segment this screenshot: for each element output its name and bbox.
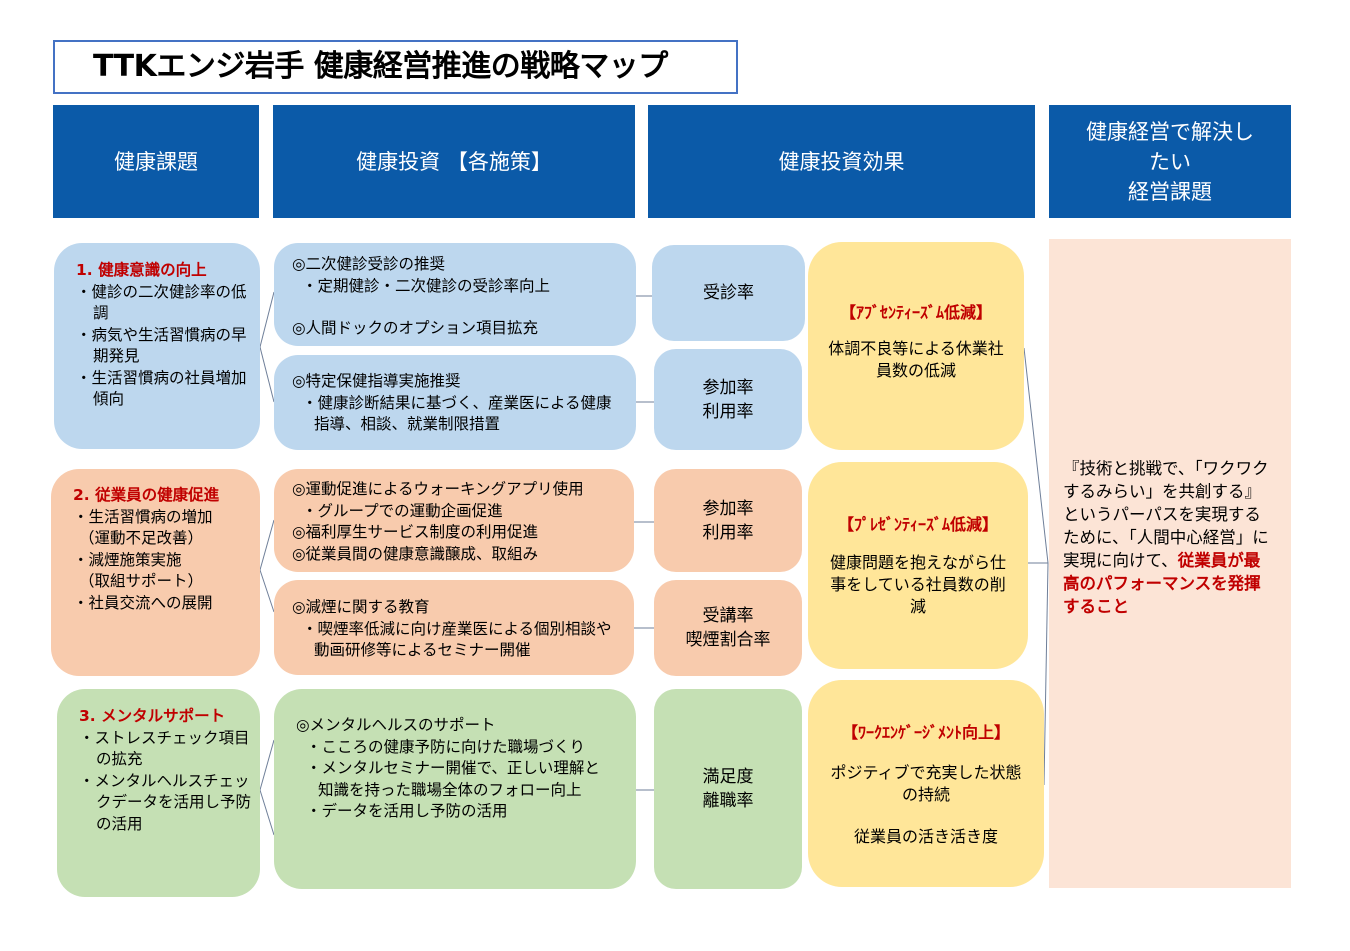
measure-card-5: ◎メンタルヘルスのサポート ・こころの健康予防に向けた職場づくり ・メンタルセミ…	[274, 689, 636, 889]
metric-card-3: 参加率 利用率	[654, 469, 802, 572]
measure-card-4: ◎減煙に関する教育 ・喫煙率低減に向け産業医による個別相談や動画研修等によるセミ…	[274, 580, 634, 675]
measure-line: ・こころの健康予防に向けた職場づくり	[306, 737, 586, 756]
issue-title: 3. メンタルサポート	[79, 707, 226, 725]
metric-card-1: 受診率	[652, 245, 805, 341]
effect-desc: 健康問題を抱えながら仕事をしている社員数の削減	[829, 553, 1006, 616]
header-investment: 健康投資 【各施策】	[273, 105, 635, 218]
effect-title: 【ｱﾌﾞｾﾝﾃｨｰｽﾞﾑ低減】	[839, 303, 992, 322]
issue-title: 2. 従業員の健康促進	[73, 486, 220, 504]
measure-line: ◎減煙に関する教育	[292, 598, 430, 616]
measure-line: ・メンタルセミナー開催で、正しい理解と知識を持った職場全体のフォロー向上	[306, 759, 600, 799]
measure-card-2: ◎特定保健指導実施推奨 ・健康診断結果に基づく、産業医による健康指導、相談、就業…	[274, 355, 636, 450]
goal-text: 『技術と挑戦で、「ワクワクするみらい」を共創する』というパーパスを実現するために…	[1063, 459, 1269, 570]
measure-line: ・グループでの運動企画促進	[302, 501, 503, 520]
header-effect: 健康投資効果	[648, 105, 1035, 218]
measure-line: ・健康診断結果に基づく、産業医による健康指導、相談、就業制限措置	[302, 393, 612, 434]
issue-item: ・社員交流への展開	[73, 593, 213, 612]
measure-line: ・定期健診・二次健診の受診率向上	[302, 276, 551, 295]
header-investment-label: 健康投資 【各施策】	[356, 149, 552, 174]
effect-title: 【ﾜｰｸｴﾝｹﾞｰｼﾞﾒﾝﾄ向上】	[841, 723, 1010, 742]
page-title: TTKエンジ岩手 健康経営推進の戦略マップ	[53, 40, 738, 94]
measure-line: ◎従業員間の健康意識醸成、取組み	[292, 544, 539, 563]
issue-item: ・メンタルヘルスチェックデータを活用し予防の活用	[79, 771, 252, 833]
header-issues-label: 健康課題	[114, 149, 198, 174]
issue-item: （取組サポート）	[79, 572, 204, 590]
metric-card-2: 参加率 利用率	[654, 349, 802, 450]
measure-line: ◎人間ドックのオプション項目拡充	[292, 319, 539, 337]
header-goal-line2: たい	[1149, 149, 1191, 174]
issue-item: ・減煙施策実施	[73, 550, 182, 569]
metric-label: 参加率	[702, 498, 754, 519]
header-goal-line3: 経営課題	[1128, 179, 1212, 204]
effect-desc-2: 従業員の活き活き度	[853, 827, 998, 846]
header-effect-label: 健康投資効果	[778, 149, 905, 174]
measure-line: ◎運動促進によるウォーキングアプリ使用	[292, 480, 584, 498]
effect-card-3: 【ﾜｰｸｴﾝｹﾞｰｼﾞﾒﾝﾄ向上】 ポジティブで充実した状態の持続 従業員の活き…	[808, 680, 1044, 887]
issue-item: （運動不足改善）	[79, 529, 204, 547]
effect-card-2: 【ﾌﾟﾚｾﾞﾝﾃｨｰｽﾞﾑ低減】 健康問題を抱えながら仕事をしている社員数の削減	[808, 462, 1028, 669]
effect-title: 【ﾌﾟﾚｾﾞﾝﾃｨｰｽﾞﾑ低減】	[837, 515, 998, 534]
issue-title: 1. 健康意識の向上	[76, 261, 207, 279]
measure-line: ・データを活用し予防の活用	[306, 802, 508, 820]
measure-line: ◎二次健診受診の推奨	[292, 255, 446, 273]
effect-desc: 体調不良等による休業社員数の低減	[828, 339, 1004, 380]
goal-card: 『技術と挑戦で、「ワクワクするみらい」を共創する』というパーパスを実現するために…	[1049, 239, 1291, 888]
issue-item: ・健診の二次健診率の低調	[76, 282, 247, 323]
measure-card-1: ◎二次健診受診の推奨 ・定期健診・二次健診の受診率向上 ◎人間ドックのオプション…	[274, 243, 636, 346]
metric-label: 受診率	[703, 283, 754, 303]
header-goal: 健康経営で解決し たい 経営課題	[1049, 105, 1291, 218]
metric-card-4: 受講率 喫煙割合率	[654, 580, 802, 676]
measure-line: ・喫煙率低減に向け産業医による個別相談や動画研修等によるセミナー開催	[302, 619, 612, 660]
metric-label: 利用率	[702, 401, 754, 422]
issue-card-2: 2. 従業員の健康促進 ・生活習慣病の増加 （運動不足改善） ・減煙施策実施 （…	[51, 469, 260, 676]
metric-label: 満足度	[702, 767, 754, 787]
metric-label: 離職率	[702, 791, 754, 811]
metric-label: 喫煙割合率	[685, 630, 771, 650]
issue-item: ・ストレスチェック項目の拡充	[79, 728, 250, 769]
issue-card-1: 1. 健康意識の向上 ・健診の二次健診率の低調 ・病気や生活習慣病の早期発見 ・…	[54, 243, 260, 449]
goal-highlight: 従業員が最高のパフォーマンスを発揮すること	[1063, 551, 1261, 616]
issue-item: ・生活習慣病の社員増加傾向	[76, 368, 247, 409]
metric-label: 利用率	[702, 522, 754, 543]
effect-desc: ポジティブで充実した状態の持続	[830, 763, 1022, 804]
measure-line: ◎福利厚生サービス制度の利用促進	[292, 523, 539, 541]
issue-item: ・病気や生活習慣病の早期発見	[76, 325, 247, 366]
issue-card-3: 3. メンタルサポート ・ストレスチェック項目の拡充 ・メンタルヘルスチェックデ…	[57, 689, 260, 897]
measure-line: ◎特定保健指導実施推奨	[292, 372, 461, 390]
measure-card-3: ◎運動促進によるウォーキングアプリ使用 ・グループでの運動企画促進 ◎福利厚生サ…	[274, 469, 634, 572]
header-issues: 健康課題	[53, 105, 259, 218]
header-goal-line1: 健康経営で解決し	[1086, 119, 1254, 144]
metric-label: 受講率	[702, 606, 754, 626]
metric-card-5: 満足度 離職率	[654, 689, 802, 889]
effect-card-1: 【ｱﾌﾞｾﾝﾃｨｰｽﾞﾑ低減】 体調不良等による休業社員数の低減	[808, 242, 1024, 450]
metric-label: 参加率	[702, 377, 754, 398]
issue-item: ・生活習慣病の増加	[73, 507, 213, 526]
measure-line: ◎メンタルヘルスのサポート	[296, 716, 496, 734]
measure-line	[292, 297, 626, 318]
